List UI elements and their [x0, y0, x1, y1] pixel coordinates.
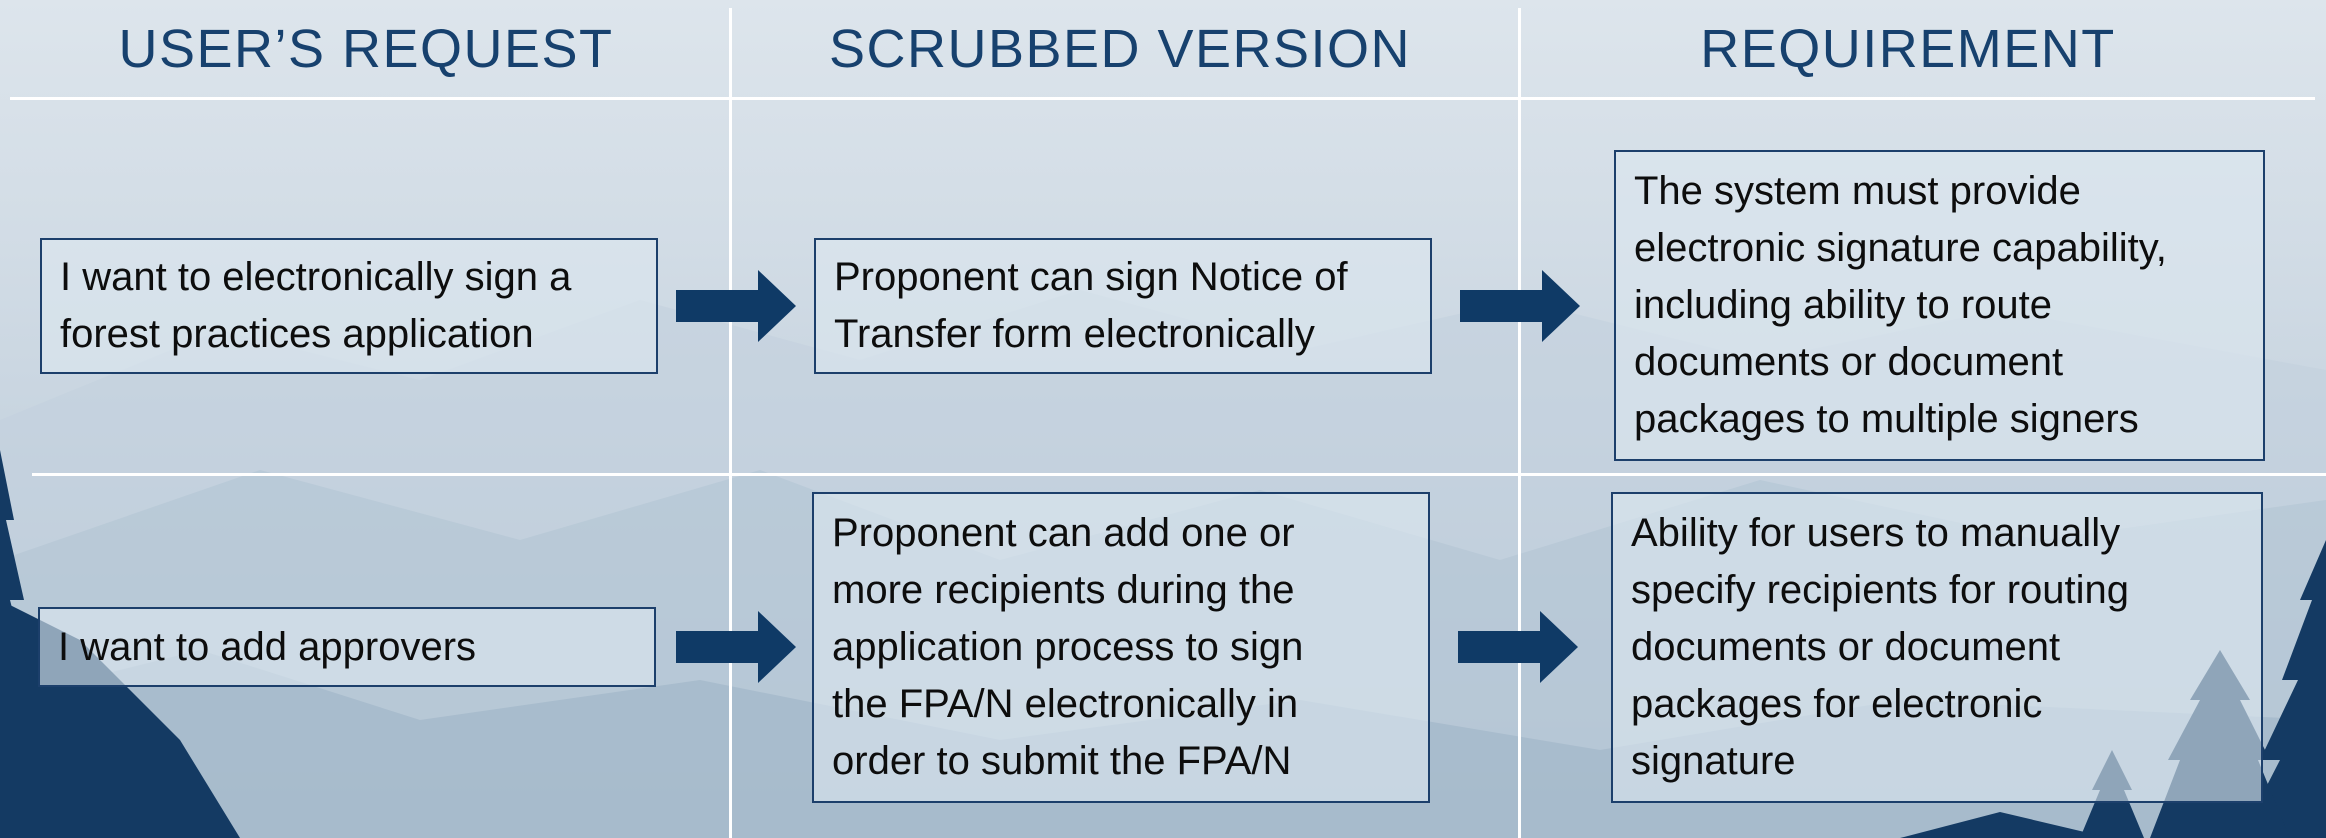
scrubbed-2-line-4: the FPA/N electronically in	[832, 682, 1299, 726]
header-users-request: USER’S REQUEST	[118, 19, 614, 79]
requirement-1-line-2: electronic signature capability,	[1634, 226, 2167, 270]
requirement-2-line-1: Ability for users to manually	[1631, 511, 2121, 555]
request-1-line-2: forest practices application	[60, 312, 534, 356]
requirement-box-2: Ability for users to manually specify re…	[1611, 492, 2263, 803]
request-1-line-1: I want to electronically sign a	[60, 255, 572, 299]
scrubbed-2-line-5: order to submit the FPA/N	[832, 739, 1292, 783]
requirement-1-line-3: including ability to route	[1634, 283, 2053, 327]
requirement-1-line-5: packages to multiple signers	[1634, 397, 2139, 441]
header-scrubbed-version: SCRUBBED VERSION	[828, 19, 1412, 79]
arrow-right-icon	[1458, 611, 1578, 683]
requirement-2-line-3: documents or document	[1631, 625, 2061, 669]
requirement-box-1: The system must provide electronic signa…	[1614, 150, 2265, 461]
scrubbed-box-1: Proponent can sign Notice of Transfer fo…	[814, 238, 1432, 374]
requirement-1-line-4: documents or document	[1634, 340, 2064, 384]
header-requirement: REQUIREMENT	[1700, 19, 2116, 79]
scrubbed-box-2: Proponent can add one or more recipients…	[812, 492, 1430, 803]
row-divider	[32, 473, 2326, 476]
requirement-2-line-2: specify recipients for routing	[1631, 568, 2130, 612]
scrubbed-2-line-1: Proponent can add one or	[832, 511, 1295, 555]
arrow-right-icon	[1460, 270, 1580, 342]
column-divider-1	[729, 8, 732, 838]
scrubbed-1-line-2: Transfer form electronically	[834, 312, 1315, 356]
request-box-1: I want to electronically sign a forest p…	[40, 238, 658, 374]
requirement-2-line-5: signature	[1631, 739, 1796, 783]
scrubbed-2-line-2: more recipients during the	[832, 568, 1295, 612]
requirement-1-line-1: The system must provide	[1634, 169, 2081, 213]
scrubbed-1-line-1: Proponent can sign Notice of	[834, 255, 1348, 299]
request-box-2: I want to add approvers	[38, 607, 656, 687]
requirement-2-line-4: packages for electronic	[1631, 682, 2043, 726]
scrubbed-2-line-3: application process to sign	[832, 625, 1304, 669]
arrow-right-icon	[676, 611, 796, 683]
column-divider-2	[1518, 8, 1521, 838]
request-2-line-1: I want to add approvers	[58, 624, 477, 669]
arrow-right-icon	[676, 270, 796, 342]
header-divider	[10, 97, 2315, 100]
